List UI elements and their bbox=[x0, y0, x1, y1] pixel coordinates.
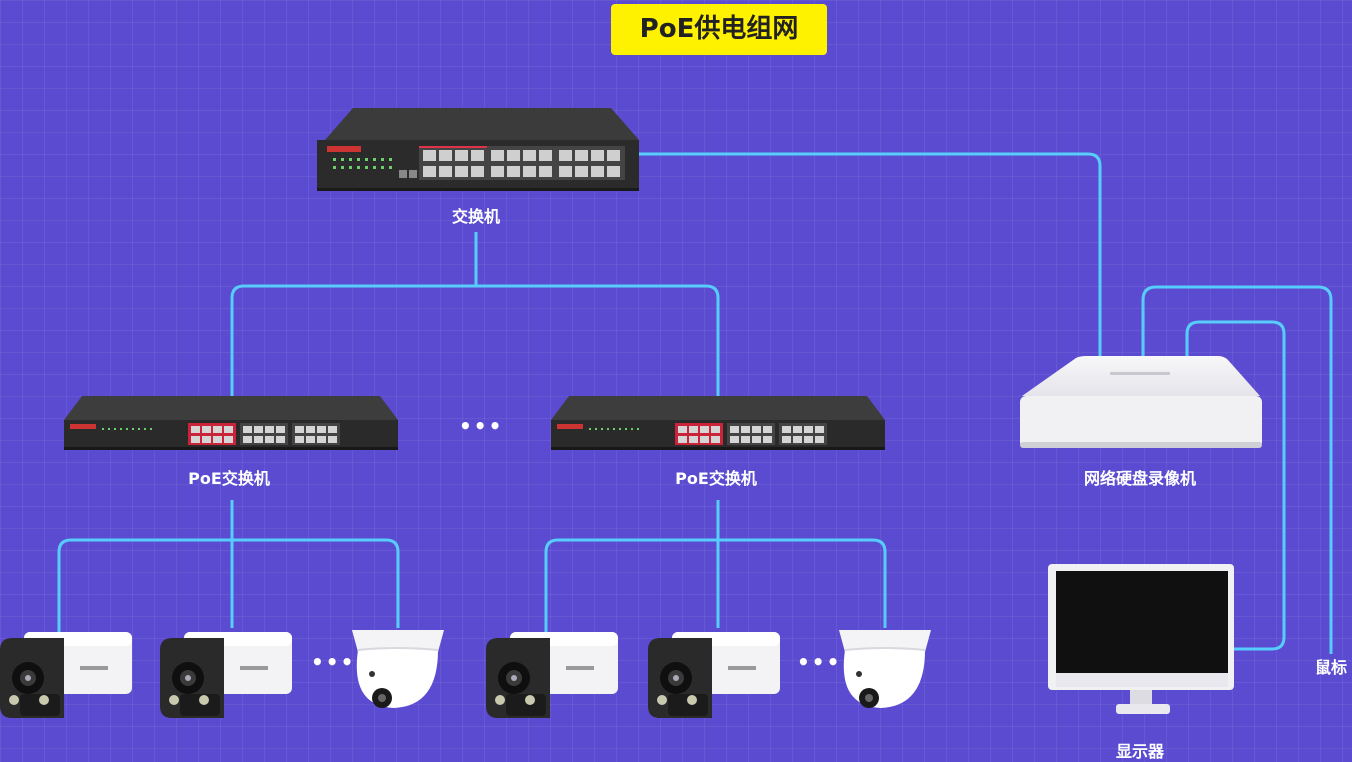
bullet-camera-3-icon bbox=[486, 632, 618, 718]
wire-core-to-nvr bbox=[638, 152, 1102, 358]
wire-nvr-to-mouse bbox=[1141, 285, 1333, 654]
wire-core-to-poe-2 bbox=[476, 284, 720, 398]
switch-ellipsis: ••• bbox=[459, 414, 504, 438]
poe-switch-2-label: PoE交换机 bbox=[675, 469, 757, 488]
camera-ellipsis-1: ••• bbox=[311, 650, 356, 674]
nvr-label: 网络硬盘录像机 bbox=[1083, 469, 1196, 488]
core-switch-icon bbox=[317, 108, 639, 191]
nvr-icon bbox=[1020, 356, 1262, 448]
wire-poe2-left bbox=[544, 538, 718, 636]
bullet-camera-4-icon bbox=[648, 632, 780, 718]
bullet-camera-2-icon bbox=[160, 632, 292, 718]
poe-switch-1-label: PoE交换机 bbox=[188, 469, 270, 488]
poe-switch-2-icon bbox=[551, 396, 885, 450]
diagram-title: PoE供电组网 bbox=[611, 4, 827, 55]
wire-nvr-to-monitor bbox=[1185, 320, 1286, 651]
bullet-camera-1-icon bbox=[0, 632, 132, 718]
camera-ellipsis-2: ••• bbox=[797, 650, 842, 674]
monitor-label: 显示器 bbox=[1115, 742, 1164, 761]
dome-camera-1-icon bbox=[352, 630, 444, 708]
mouse-label: 鼠标 bbox=[1314, 658, 1347, 677]
monitor-icon bbox=[1048, 564, 1234, 714]
wire-core-to-poe-1 bbox=[230, 284, 476, 398]
wire-poe2-right bbox=[718, 538, 887, 628]
wire-poe1-right bbox=[232, 538, 400, 628]
core-switch-label: 交换机 bbox=[451, 207, 500, 226]
dome-camera-2-icon bbox=[839, 630, 931, 708]
poe-switch-1-icon bbox=[64, 396, 398, 450]
wire-poe1-left bbox=[57, 538, 232, 636]
